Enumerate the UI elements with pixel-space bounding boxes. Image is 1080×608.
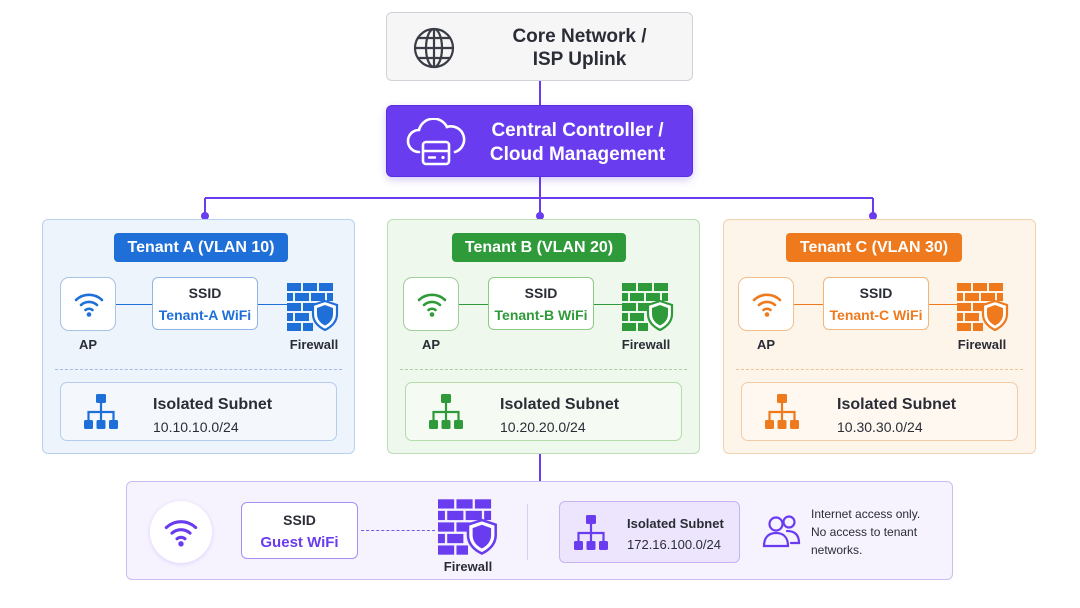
tenant-c-panel: Tenant C (VLAN 30) AP SSID Tenant-C WiFi… — [723, 219, 1036, 454]
tenant-c-ssid-firewall-link — [929, 304, 959, 305]
tenant-c-ap-ssid-link — [794, 304, 823, 305]
firewall-shield-icon — [438, 499, 497, 555]
tenant-c-ssid[interactable]: SSID Tenant-C WiFi — [823, 277, 929, 330]
guest-note-line2: No access to tenant — [811, 525, 918, 539]
tenant-a-panel: Tenant A (VLAN 10) AP SSID Tenant-A WiFi… — [42, 219, 355, 454]
wifi-icon — [752, 293, 782, 317]
tenant-b-ssid[interactable]: SSID Tenant-B WiFi — [488, 277, 594, 330]
tenant-b-access-point[interactable] — [403, 277, 459, 331]
tenant-a-ssid-firewall-link — [258, 304, 288, 305]
tenant-b-firewall-label: Firewall — [621, 337, 671, 352]
core-network-node[interactable]: Core Network / ISP Uplink — [386, 12, 693, 81]
guest-ssid[interactable]: SSID Guest WiFi — [241, 502, 358, 559]
central-controller-node[interactable]: Central Controller / Cloud Management — [386, 105, 693, 177]
tenant-a-subnet[interactable]: Isolated Subnet 10.10.10.0/24 — [60, 382, 337, 441]
network-tree-icon — [84, 394, 118, 429]
tenant-c-access-point[interactable] — [738, 277, 794, 331]
tenant-b-title: Tenant B (VLAN 20) — [452, 233, 626, 262]
tenant-c-subnet-cidr: 10.30.30.0/24 — [837, 419, 923, 435]
core-network-title-line2: ISP Uplink — [532, 49, 627, 70]
guest-ssid-name: Guest WiFi — [260, 534, 339, 551]
tenant-b-ssid-name: Tenant-B WiFi — [494, 307, 588, 323]
tenant-b-ssid-label: SSID — [524, 285, 558, 301]
tenant-c-subnet-title: Isolated Subnet — [837, 396, 957, 413]
wifi-icon — [417, 293, 447, 317]
guest-subnet-cidr: 172.16.100.0/24 — [627, 537, 721, 552]
tenant-c-ssid-name: Tenant-C WiFi — [829, 307, 923, 323]
tenant-a-divider — [55, 369, 342, 370]
guest-subnet-title: Isolated Subnet — [627, 516, 724, 531]
tenant-b-divider — [400, 369, 687, 370]
tenant-a-ssid-name: Tenant-A WiFi — [158, 307, 252, 323]
firewall-shield-icon — [287, 283, 339, 331]
tenant-a-ssid[interactable]: SSID Tenant-A WiFi — [152, 277, 258, 330]
network-tree-icon — [429, 394, 463, 429]
cloud-controller-icon — [406, 118, 466, 166]
tenant-c-ap-label: AP — [756, 337, 776, 352]
users-icon — [762, 515, 801, 548]
guest-divider — [527, 504, 528, 560]
tenant-c-firewall-label: Firewall — [957, 337, 1007, 352]
guest-ssid-firewall-link — [361, 530, 435, 531]
wifi-icon — [164, 520, 198, 547]
tenant-a-ssid-label: SSID — [188, 285, 222, 301]
firewall-shield-icon — [622, 283, 674, 331]
tenant-b-subnet-cidr: 10.20.20.0/24 — [500, 419, 586, 435]
tenant-c-subnet[interactable]: Isolated Subnet 10.30.30.0/24 — [741, 382, 1018, 441]
tenant-a-subnet-title: Isolated Subnet — [153, 396, 273, 413]
tenant-a-subnet-cidr: 10.10.10.0/24 — [153, 419, 239, 435]
guest-access-note: Internet access only. No access to tenan… — [811, 505, 941, 559]
wifi-icon — [74, 293, 104, 317]
guest-note-line3: networks. — [811, 543, 863, 557]
tenant-a-ap-label: AP — [78, 337, 98, 352]
guest-note-line1: Internet access only. — [811, 507, 921, 521]
controller-title-line2: Cloud Management — [489, 144, 666, 165]
tenant-b-subnet-title: Isolated Subnet — [500, 396, 620, 413]
tenant-c-title: Tenant C (VLAN 30) — [786, 233, 962, 262]
tenant-c-divider — [736, 369, 1023, 370]
tenant-b-subnet[interactable]: Isolated Subnet 10.20.20.0/24 — [405, 382, 682, 441]
tenant-a-title: Tenant A (VLAN 10) — [114, 233, 288, 262]
controller-title-line1: Central Controller / — [491, 120, 664, 141]
firewall-shield-icon — [957, 283, 1009, 331]
network-tree-icon — [574, 515, 608, 550]
tenant-b-ssid-firewall-link — [594, 304, 624, 305]
tenant-a-access-point[interactable] — [60, 277, 116, 331]
guest-network-panel: SSID Guest WiFi Firewall Isolated Subnet… — [126, 481, 953, 580]
network-tree-icon — [765, 394, 799, 429]
core-network-title-line1: Core Network / — [512, 26, 647, 47]
guest-subnet[interactable]: Isolated Subnet 172.16.100.0/24 — [559, 501, 740, 563]
tenant-b-ap-ssid-link — [459, 304, 488, 305]
tenant-c-ssid-label: SSID — [859, 285, 893, 301]
tenant-b-panel: Tenant B (VLAN 20) AP SSID Tenant-B WiFi… — [387, 219, 700, 454]
guest-ssid-label: SSID — [283, 512, 316, 528]
guest-access-point[interactable] — [150, 501, 212, 563]
tenant-a-firewall-label: Firewall — [289, 337, 339, 352]
tenant-b-ap-label: AP — [421, 337, 441, 352]
globe-icon — [413, 27, 455, 69]
tenant-a-ap-ssid-link — [116, 304, 152, 305]
guest-firewall-label: Firewall — [443, 559, 493, 574]
